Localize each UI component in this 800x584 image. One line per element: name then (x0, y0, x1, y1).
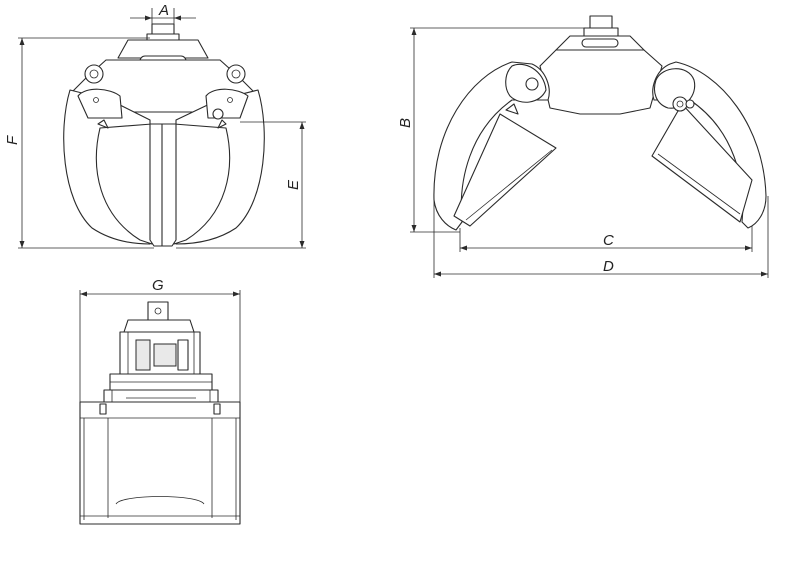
side-shaft (147, 301, 169, 321)
dimension-g: G (79, 277, 241, 402)
side-cylinder-right (177, 339, 189, 371)
open-grapple-view (433, 15, 767, 231)
side-bucket (79, 401, 241, 525)
left-bracket (97, 119, 109, 129)
left-open-jaw (433, 61, 550, 231)
side-cylinder-left (135, 339, 151, 371)
rotator-shaft-top (151, 23, 175, 35)
closed-grapple-view (63, 23, 265, 247)
right-pin (226, 64, 246, 84)
left-inner-tine (95, 123, 153, 245)
dimension-e-label: E (285, 179, 302, 190)
dimension-e: E (176, 121, 306, 249)
dimension-f: F (4, 37, 154, 249)
dimension-d-label: D (603, 258, 614, 275)
right-hub-pin-center (676, 100, 684, 108)
right-hose-fitting-open (685, 99, 695, 109)
right-hub-pin (672, 96, 688, 112)
side-shaft-hole (154, 307, 162, 315)
dimension-c: C (459, 226, 753, 252)
dimension-b: B (397, 27, 586, 233)
right-inner-tine (173, 123, 231, 245)
dimension-g-label: G (152, 277, 164, 294)
right-hose-fitting (212, 108, 224, 120)
left-arm-bolt (93, 97, 99, 103)
right-arm-bolt (227, 97, 233, 103)
right-cylinder-arm (205, 88, 249, 119)
dimension-a: A (130, 2, 196, 26)
side-left-lug (99, 403, 107, 415)
center-right-tine (161, 123, 177, 247)
side-grapple-view (79, 301, 241, 525)
left-pin-center (89, 69, 99, 79)
right-blade-edge (657, 153, 741, 215)
head-plate (117, 39, 209, 59)
left-hub-pin (525, 77, 539, 91)
side-top-plate (123, 319, 195, 333)
open-shaft-top (589, 15, 613, 29)
side-right-lug (213, 403, 221, 415)
open-head-body (539, 49, 663, 115)
open-shaft-collar (583, 27, 619, 37)
dimension-a-label: A (158, 2, 169, 19)
left-blade-edge (465, 149, 553, 221)
right-pin-center (231, 69, 241, 79)
left-jaw-lug (505, 103, 519, 115)
side-cylinder-center (153, 343, 177, 367)
left-pin (84, 64, 104, 84)
dimension-b-label: B (397, 118, 414, 128)
left-jaw-blade (453, 113, 557, 227)
dimension-f-label: F (4, 135, 21, 145)
dimension-c-label: C (603, 232, 614, 249)
right-bracket (217, 119, 227, 129)
right-jaw-blade (651, 103, 753, 223)
left-cylinder-arm (77, 88, 123, 119)
open-head-slot (581, 38, 619, 48)
dimension-d: D (433, 196, 769, 278)
